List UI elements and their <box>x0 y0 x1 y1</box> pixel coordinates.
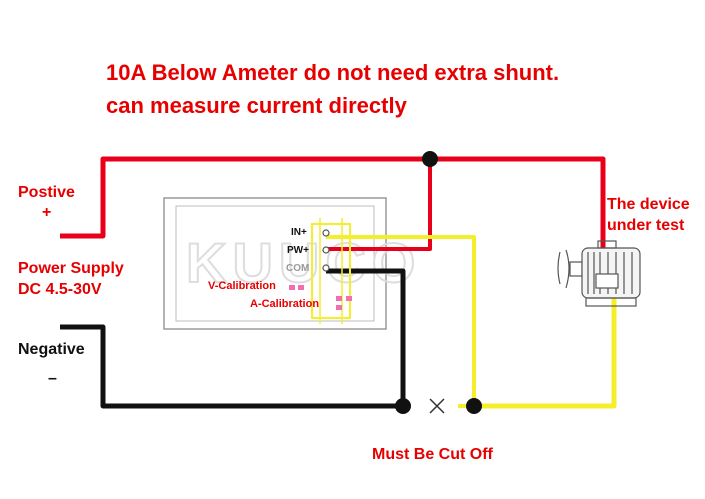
terminal-pw-plus <box>322 246 330 254</box>
device-label-line-2: under test <box>607 217 685 234</box>
terminal-block <box>311 223 351 319</box>
red-wire-in-plus <box>326 159 432 251</box>
watermark-logo: KUUCO <box>186 231 421 294</box>
v-calibration-pad <box>289 285 295 290</box>
a-calibration-label: A-Calibration <box>250 298 320 310</box>
negative-label: Negative <box>18 341 85 358</box>
a-calibration-pad <box>336 296 342 301</box>
red-wire-supply-positive <box>60 156 606 285</box>
junction-dot-top <box>422 151 438 167</box>
terminal-com <box>322 264 330 272</box>
cut-off-note: Must Be Cut Off <box>372 446 493 463</box>
a-calibration-pad-3 <box>336 305 342 310</box>
heading-line-2: can measure current directly <box>106 93 407 118</box>
junction-dot-negative <box>395 398 411 414</box>
cut-off-cross-icon <box>429 398 445 414</box>
v-calibration-pad-2 <box>298 285 304 290</box>
a-calibration-pad-2 <box>346 296 352 301</box>
power-supply-label: Power Supply <box>18 260 124 277</box>
terminal-label-pw-plus: PW+ <box>287 245 309 256</box>
terminal-label-com: COM <box>286 263 310 274</box>
power-supply-voltage: DC 4.5-30V <box>18 281 102 298</box>
heading-line-1: 10A Below Ameter do not need extra shunt… <box>106 60 560 85</box>
junction-dot-yellow <box>466 398 482 414</box>
terminal-in-plus <box>322 229 330 237</box>
positive-label: Postive <box>18 184 75 201</box>
black-wire-negative <box>60 268 406 409</box>
yellow-wire-device-return <box>474 285 617 409</box>
device-label-line-1: The device <box>607 196 690 213</box>
yellow-wire-pw-plus <box>326 235 476 406</box>
v-calibration-label: V-Calibration <box>208 280 276 292</box>
panel-meter: KUUCO <box>163 197 421 330</box>
negative-sign: – <box>48 370 57 387</box>
motor-icon <box>557 240 641 307</box>
positive-sign: + <box>42 204 52 221</box>
terminal-label-in-plus: IN+ <box>291 227 307 238</box>
